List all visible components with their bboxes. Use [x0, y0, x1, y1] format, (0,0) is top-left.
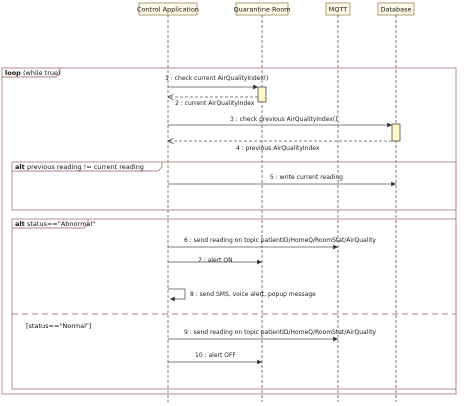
loop-keyword: loop	[5, 69, 21, 77]
participant-label-database: Database	[380, 6, 411, 14]
message-label-8: 8 : send SMS, voice alert, popup message	[190, 291, 316, 298]
message-label-9: 9 : send reading on topic patientID/Home…	[184, 329, 376, 336]
message-label-1: 1 : check current AirQualityIndex()	[165, 75, 269, 82]
message-label-4: 4 : previous AirQualityIndex	[236, 145, 320, 152]
alt2-keyword: alt	[15, 220, 25, 228]
message-arrow-8	[168, 288, 186, 302]
participant-label-mqtt: MQTT	[329, 6, 348, 14]
activation-database	[391, 123, 401, 142]
message-label-2: 2 : current AirQualityIndex	[175, 100, 255, 107]
participant-label-quarantine: Quarantine Room	[233, 6, 290, 14]
alt2-tag	[12, 219, 89, 229]
message-label-7: 7 : alert ON	[198, 257, 233, 264]
loop-frame	[1, 67, 457, 395]
alt1-frame	[11, 161, 457, 211]
alt1-guard: previous reading != current reading	[27, 163, 144, 171]
message-label-3: 3 : check previous AirQualityIndex()	[230, 116, 338, 123]
alt2-guard: status=="Abnormal"	[27, 220, 95, 228]
message-label-10: 10 : alert OFF	[195, 352, 236, 359]
message-label-6: 6 : send reading on topic patientID/Home…	[184, 237, 376, 244]
alt1-keyword: alt	[15, 163, 25, 171]
participant-label-control: Control Application	[137, 6, 199, 14]
loop-tag	[2, 68, 61, 78]
alt2-else-guard: [status=="Normal"]	[26, 322, 91, 330]
alt2-frame	[11, 218, 457, 390]
message-label-5: 5 : write current reading	[270, 174, 343, 181]
activation-quarantine	[257, 86, 267, 103]
loop-guard: (while true)	[23, 69, 61, 77]
alt1-tag	[12, 162, 163, 172]
